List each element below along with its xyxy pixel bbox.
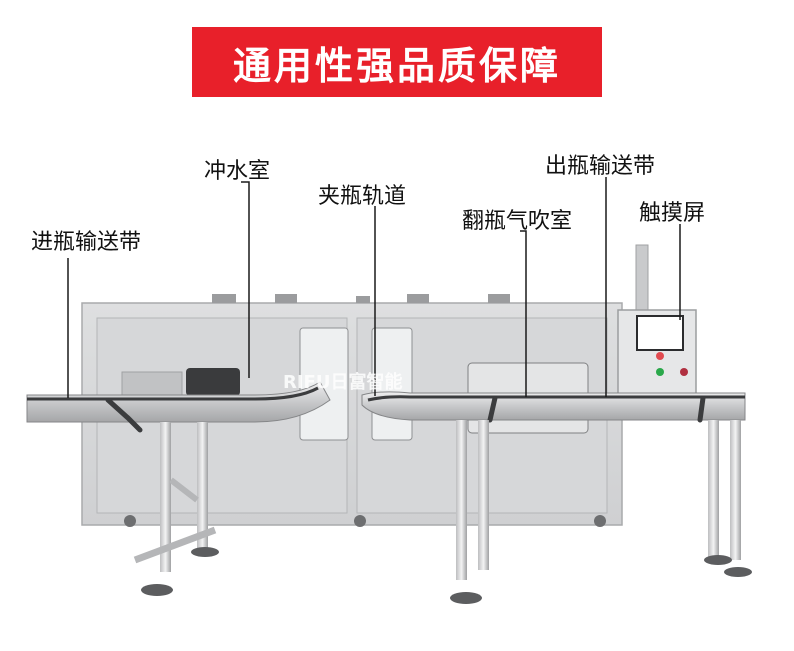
banner-title: 通用性强品质保障 — [232, 43, 561, 88]
touch-screen — [636, 315, 684, 351]
label-rinse-chamber: 冲水室 — [204, 159, 271, 184]
outfeed-conveyor — [361, 391, 752, 604]
watermark-logo: RIFU日富智能 — [283, 372, 403, 393]
label-clamp-rail: 夹瓶轨道 — [318, 184, 407, 209]
title-banner: 通用性强品质保障 — [192, 27, 602, 97]
label-outfeed-conveyor: 出瓶输送带 — [545, 154, 656, 179]
leader-lines — [67, 177, 681, 398]
stop-button-icon — [656, 352, 664, 360]
emergency-stop-icon — [680, 368, 688, 376]
start-button-icon — [656, 368, 664, 376]
infeed-conveyor — [26, 381, 331, 596]
label-flip-air-blow-chamber: 翻瓶气吹室 — [462, 209, 573, 234]
label-touch-screen: 触摸屏 — [639, 201, 706, 226]
label-infeed-conveyor: 进瓶输送带 — [31, 230, 142, 255]
control-panel — [617, 244, 697, 397]
